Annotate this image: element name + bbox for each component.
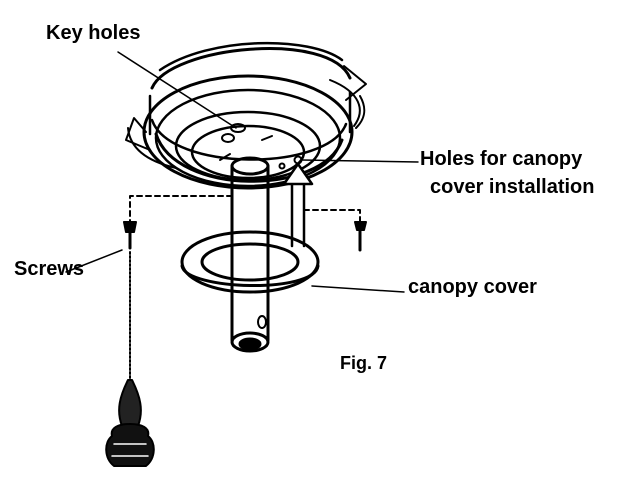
canopy-cover-ring	[180, 230, 320, 294]
left-screw	[123, 221, 137, 250]
left-guide-line	[129, 195, 233, 223]
rotation-arrows	[125, 65, 367, 169]
pull-chain	[105, 251, 155, 467]
key-holes	[219, 123, 273, 161]
canopy-cover-label: canopy cover	[408, 276, 537, 298]
downrod	[230, 156, 270, 353]
leader-lines	[65, 51, 419, 293]
figure-caption: Fig. 7	[340, 353, 388, 373]
installation-holes-label-line2: cover installation	[430, 176, 595, 198]
motor-housing	[142, 41, 354, 190]
installation-holes-label-line1: Holes for canopy	[420, 148, 583, 170]
screws-label: Screws	[14, 258, 85, 280]
right-screw	[303, 209, 367, 252]
upward-arrow	[282, 162, 314, 248]
key-holes-label: Key holes	[46, 22, 141, 44]
